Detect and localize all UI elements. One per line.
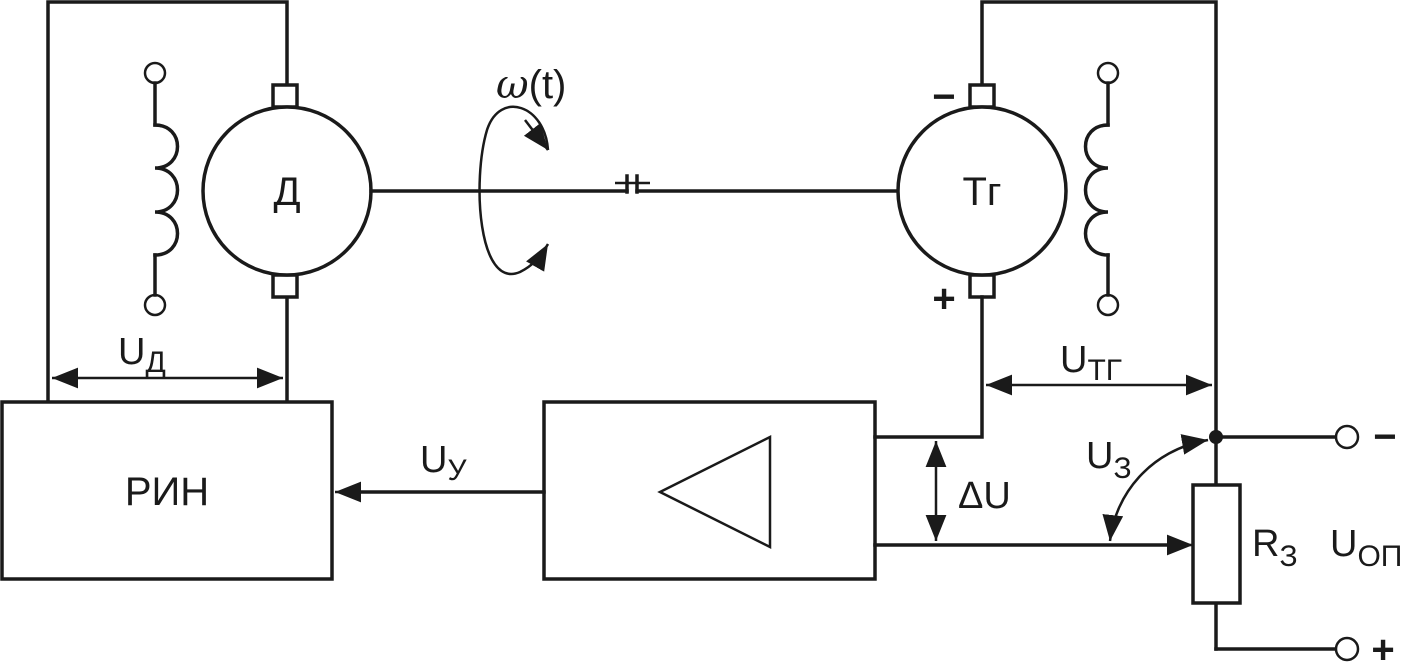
motor-field-winding [143,61,180,317]
tacho-voltage-label: UТГ [1060,339,1122,387]
reference-minus-sign: − [1373,415,1396,459]
reference-voltage-label: UОП [1330,523,1402,573]
speed-label: ω(t) [496,62,566,108]
rotation-arrow [478,105,550,276]
amplifier-triangle-icon [657,434,772,550]
rin-label: РИН [125,470,209,514]
feedback-wire [873,295,984,439]
setpoint-voltage-label: UЗ [1086,435,1132,485]
motor-label: Д [273,170,300,214]
rin-block [0,400,334,581]
reference-plus-sign: + [1371,628,1394,665]
tacho-plus-sign: + [932,277,955,321]
motor-voltage-label: UД [118,331,166,379]
setpoint-resistor [1191,483,1242,605]
amplifier-block [542,400,877,581]
resistor-label: RЗ [1252,523,1298,573]
motor: Д [201,83,373,299]
shaft [369,174,900,194]
motor-armature-wiring [46,0,289,404]
control-voltage-label: UУ [420,439,467,487]
tacho-field-winding [1083,61,1120,317]
tachogenerator: Тг [896,0,1218,439]
tachogenerator-label: Тг [962,170,1001,214]
setpoint-voltage-arrow [1102,434,1209,542]
reference-terminals [1209,424,1360,662]
delta-voltage-label: ΔU [958,475,1011,517]
tacho-minus-sign: − [932,75,955,119]
